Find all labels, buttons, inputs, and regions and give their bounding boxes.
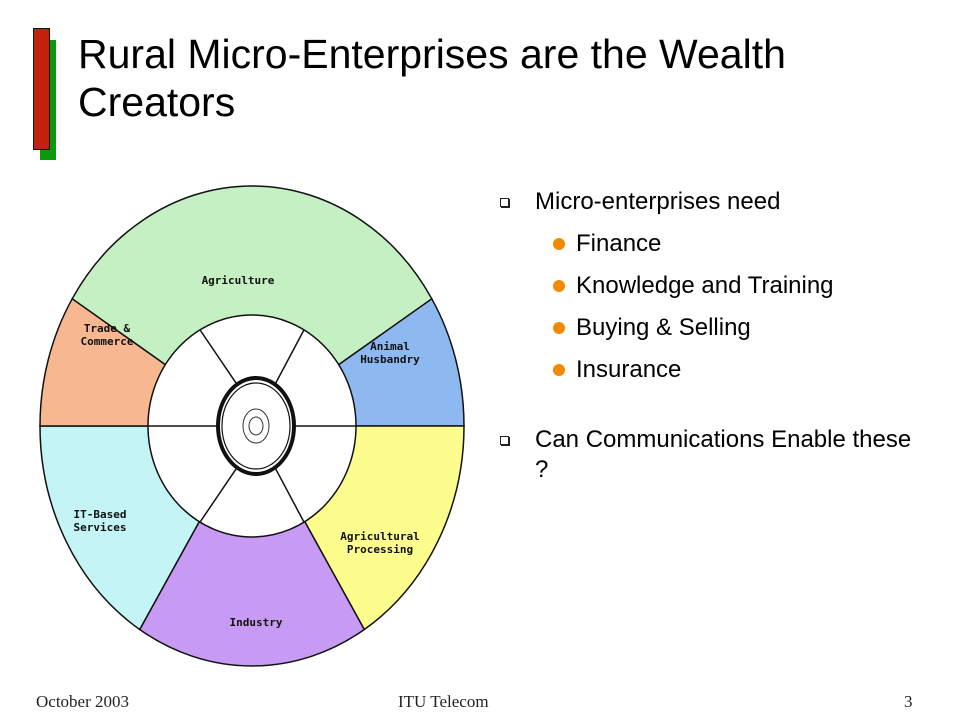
segment-label-industry: Industry: [229, 616, 283, 629]
footer-center-text: ITU Telecom: [398, 692, 489, 711]
dot-bullet-icon: [553, 280, 565, 292]
segment-label-agricultural-processing: Agricultural Processing: [340, 530, 420, 556]
bullet-item-communications: Can Communications Enable these ?: [498, 425, 925, 485]
segment-label-animal-husbandry: Animal Husbandry: [360, 340, 420, 366]
dot-bullet-icon: [553, 238, 565, 250]
dot-bullet-icon: [553, 322, 565, 334]
footer-page-number: 3: [904, 692, 913, 711]
square-bullet-icon: [500, 436, 509, 445]
segment-label-trade-commerce: Trade & Commerce: [80, 322, 134, 348]
sub-bullet-insurance: Insurance: [498, 355, 938, 385]
sub-bullet-buying-selling: Buying & Selling: [498, 313, 938, 343]
hub-center: [248, 416, 264, 436]
bullet-item-micro-enterprises: Micro-enterprises need: [498, 187, 938, 217]
segment-label-agriculture: Agriculture: [201, 274, 275, 287]
dot-bullet-icon: [553, 364, 565, 376]
slide-title: Rural Micro-Enterprises are the Wealth C…: [78, 31, 786, 125]
wheel-spoke: [274, 467, 305, 523]
enterprise-wheel-diagram: Agriculture Animal Husbandry Agricultura…: [38, 182, 466, 672]
wheel-spoke: [199, 467, 238, 523]
hub-outer: [216, 376, 296, 476]
bullet-list: Micro-enterprises need Finance Knowledge…: [498, 182, 938, 485]
title-accent-bar-red: [33, 28, 50, 150]
hub-inner: [221, 382, 291, 470]
segment-industry: [138, 424, 366, 667]
wheel-spoke: [274, 329, 305, 385]
sub-bullet-finance: Finance: [498, 229, 938, 259]
hub-center-ring: [242, 408, 270, 444]
square-bullet-icon: [500, 198, 509, 207]
segment-label-it-based-services: IT-Based Services: [73, 508, 127, 534]
segment-agriculture: [71, 185, 433, 427]
wheel-spoke: [199, 329, 238, 385]
sub-bullet-knowledge: Knowledge and Training: [498, 271, 938, 301]
footer-date: October 2003: [36, 692, 130, 711]
